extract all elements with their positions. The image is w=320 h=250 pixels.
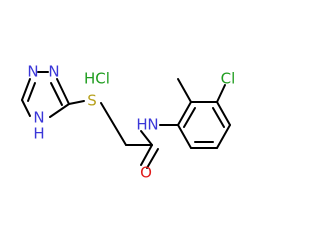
bond-carbonyl-o-double bbox=[146, 148, 159, 169]
bond-ar6-ar1 bbox=[177, 124, 192, 149]
atom-n-ring-h: N bbox=[33, 109, 44, 127]
chain-bonds bbox=[68, 100, 179, 169]
molecule-canvas: N N N H S O H N Cl HCl bbox=[21, 63, 235, 182]
bond-c3-s bbox=[68, 100, 85, 105]
atom-sulfur: S bbox=[87, 92, 97, 110]
bond-c5-n1 bbox=[21, 78, 31, 101]
bond-s-ch2 bbox=[100, 102, 127, 146]
triazole-ring-bonds bbox=[21, 71, 70, 118]
bond-ar2-methyl bbox=[177, 78, 192, 103]
bond-ar3-ar4 bbox=[216, 101, 231, 126]
bond-ar3-ar4-double bbox=[212, 107, 225, 128]
bond-ar1-ar2 bbox=[177, 101, 192, 126]
atom-n-ring-h-hydrogen: H bbox=[33, 125, 44, 143]
bond-c5-n1-double bbox=[27, 82, 36, 102]
atom-oxygen: O bbox=[140, 164, 152, 182]
atom-amide-h: H bbox=[136, 116, 147, 134]
atom-n-ring-2: N bbox=[48, 63, 59, 81]
bond-n2-c3 bbox=[56, 78, 70, 105]
atom-n-ring-1: N bbox=[27, 63, 38, 81]
bond-ar4-ar5 bbox=[216, 124, 231, 149]
atom-labels: N N N H S O H N Cl HCl bbox=[27, 63, 235, 182]
bond-n2-c3-double bbox=[50, 82, 63, 106]
bond-carbonyl-o bbox=[140, 144, 153, 166]
atom-chlorine: Cl bbox=[221, 70, 236, 88]
benzene-ring-bonds bbox=[177, 78, 231, 149]
bond-c3-n4 bbox=[49, 103, 70, 118]
bond-n4-c5 bbox=[21, 99, 31, 117]
bond-ar1-ar2-double bbox=[183, 107, 196, 128]
atom-amide-n: N bbox=[147, 116, 158, 134]
hydrochloride-label: HCl bbox=[84, 70, 110, 88]
bond-carbonyl-nh bbox=[140, 130, 153, 146]
bond-ar3-cl bbox=[216, 84, 226, 103]
